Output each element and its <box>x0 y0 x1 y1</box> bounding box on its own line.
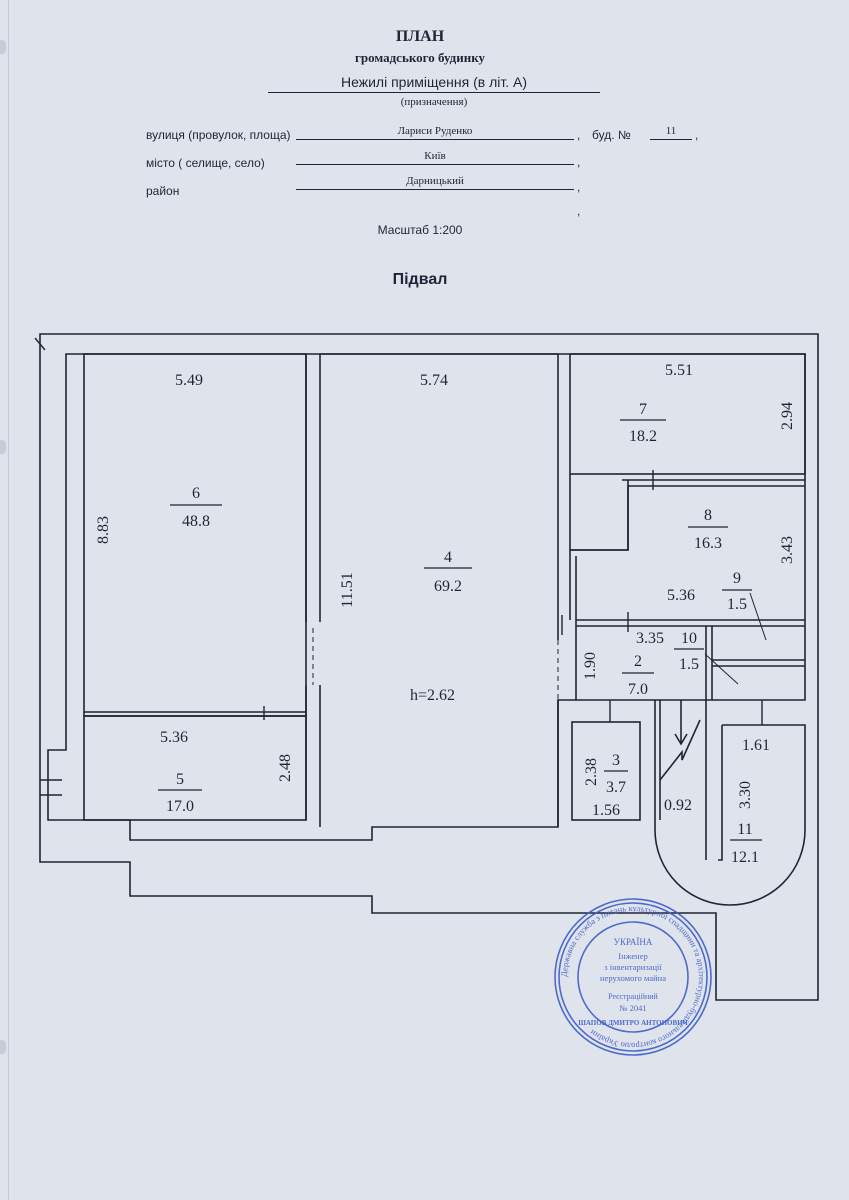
plan-outer-wall-inner <box>47 353 806 841</box>
building-label: буд. № <box>592 128 631 142</box>
dim-label: 11.51 <box>339 572 356 607</box>
room-11-outline <box>654 700 806 906</box>
room-number: 9 <box>733 570 741 587</box>
room-area: 1.5 <box>727 596 747 613</box>
room-number: 6 <box>192 485 200 502</box>
plan-outer-wall <box>39 333 819 1001</box>
dim-label: 2.94 <box>779 402 796 430</box>
document-title: ПЛАН <box>395 28 445 45</box>
room-5-outline <box>83 715 307 821</box>
binder-hole <box>0 440 6 454</box>
purpose-caption: (призначення) <box>400 96 468 108</box>
room-number: 4 <box>444 549 452 566</box>
stamp-inner-text: Реєстраційний <box>608 992 658 1001</box>
room-number: 10 <box>681 630 697 647</box>
purpose-value: Нежилі приміщення (в літ. А) <box>268 74 600 93</box>
official-stamp: Державна служба з питань культурної спад… <box>554 898 712 1056</box>
room-area: 7.0 <box>628 681 648 698</box>
district-value: Дарницький <box>296 175 574 190</box>
street-value: Лариси Руденко <box>296 125 574 140</box>
dim-label: 8.83 <box>95 516 112 544</box>
stamp-inner-text: Інженер <box>618 951 647 961</box>
stamp-inner-text: № 2041 <box>619 1003 646 1013</box>
scale-label: Масштаб 1:200 <box>377 223 463 237</box>
room-7-outline <box>569 353 806 475</box>
ceiling-height: h=2.62 <box>410 687 455 704</box>
room-number: 3 <box>612 752 620 769</box>
dim-label: 2.38 <box>583 758 600 786</box>
room-area: 12.1 <box>731 849 759 866</box>
dim-label: 1.90 <box>582 652 599 680</box>
dim-label: 3.43 <box>779 536 796 564</box>
room-area: 3.7 <box>606 779 626 796</box>
room-number: 8 <box>704 507 712 524</box>
stamp-inner-text: УКРАЇНА <box>614 937 653 947</box>
dim-label: 0.92 <box>664 797 692 814</box>
city-value: Київ <box>296 150 574 165</box>
stamp-name: ШАПОВ ДМИТРО АНТОНОВИЧ <box>578 1019 688 1027</box>
comma: , <box>577 155 581 169</box>
dim-label: 5.36 <box>160 729 188 746</box>
comma: , <box>577 180 581 194</box>
dim-label: 2.48 <box>277 754 294 782</box>
room-number: 5 <box>176 771 184 788</box>
comma: , <box>577 128 581 142</box>
room-area: 17.0 <box>166 798 194 815</box>
room-area: 1.5 <box>679 656 699 673</box>
dim-label: 1.56 <box>592 802 620 819</box>
city-label: місто ( селище, село) <box>146 156 265 170</box>
room-area: 48.8 <box>182 513 210 530</box>
room-6-outline <box>83 353 307 717</box>
dim-label: 5.51 <box>665 362 693 379</box>
room-8-outline <box>569 474 805 551</box>
room-area: 69.2 <box>434 578 462 595</box>
building-value: 11 <box>650 125 692 140</box>
dim-label: 1.61 <box>742 737 770 754</box>
room-number: 2 <box>634 653 642 670</box>
district-label: район <box>146 184 180 198</box>
document-subtitle: громадського будинку <box>354 50 486 65</box>
dim-label: 5.49 <box>175 372 203 389</box>
room-number: 11 <box>737 821 752 838</box>
floor-label: Підвал <box>392 271 448 288</box>
room-area: 18.2 <box>629 428 657 445</box>
stamp-inner-text: нерухомого майна <box>600 973 666 983</box>
dim-label: 5.74 <box>420 372 448 389</box>
comma: , <box>695 128 699 142</box>
stamp-inner-text: з інвентаризації <box>604 962 662 972</box>
comma: , <box>577 204 581 218</box>
room-4-outline <box>320 353 559 640</box>
room-area: 16.3 <box>694 535 722 552</box>
room-number: 7 <box>639 401 647 418</box>
binder-hole <box>0 1040 6 1054</box>
page-edge <box>8 0 9 1200</box>
dim-label: 5.36 <box>667 587 695 604</box>
binder-hole <box>0 40 6 54</box>
dim-label: 3.30 <box>737 781 754 809</box>
dim-label: 3.35 <box>636 630 664 647</box>
room-3-outline <box>571 721 641 821</box>
street-label: вулиця (провулок, площа) <box>146 128 291 142</box>
